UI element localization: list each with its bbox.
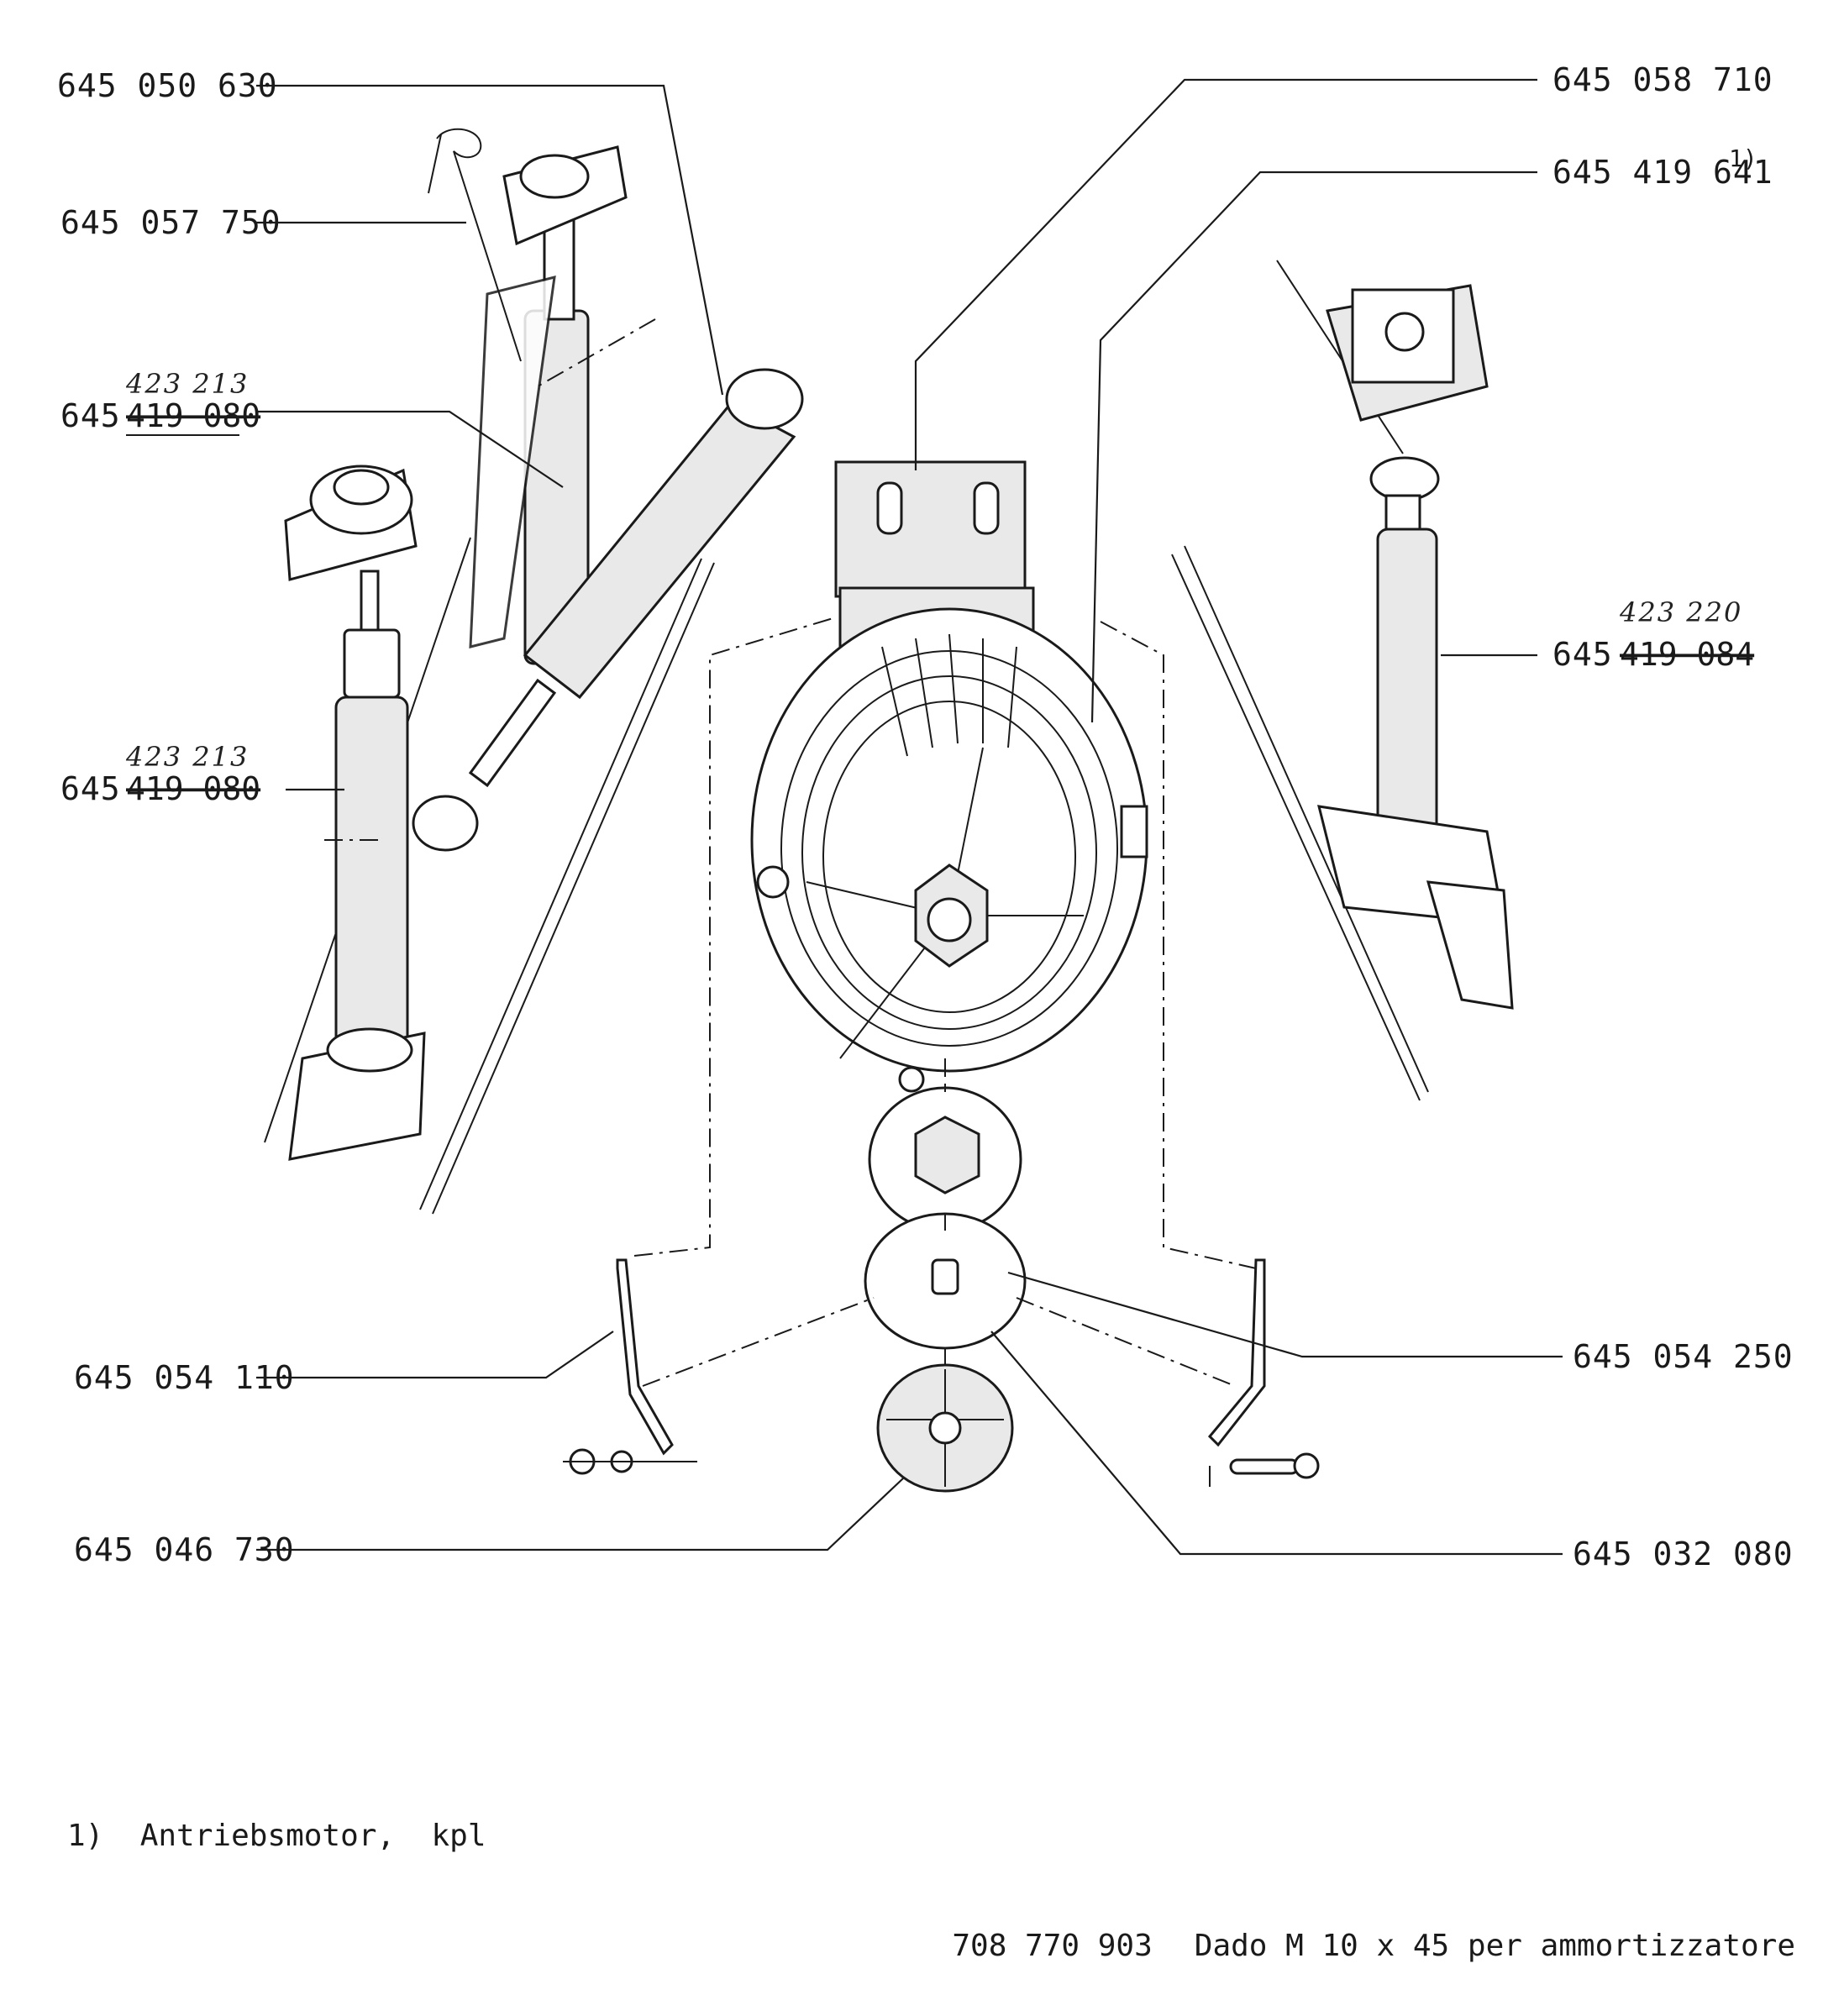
left-spring-bracket [616,1258,674,1456]
note-description: Dado M 10 x 45 per ammortizzatore [1194,1929,1796,1963]
handwritten-correction: 423 220 [1619,596,1742,628]
struck-part-number: 419 080 [126,770,260,807]
part-label-645-058-710: 645 058 710 [1552,61,1773,98]
note-row: 708 770 903 Dado M 10 x 45 per ammortizza… [916,1894,1823,1963]
part-label-645-057-750: 645 057 750 [60,204,281,241]
part-label-645-050-630: 645 050 630 [57,67,278,104]
footnote: 1) Antriebsmotor, kpl [67,1819,486,1853]
part-label-645: 645 [60,397,121,434]
part-label-645-054-250: 645 054 250 [1573,1338,1794,1375]
part-label-645-032-080: 645 032 080 [1573,1536,1794,1572]
part-label-645: 645 [1552,636,1613,673]
right-shock-absorber-assembly [1171,260,1514,1101]
handwritten-correction: 423 213 [125,368,249,400]
drive-motor [750,460,1148,1093]
bracket-slot [973,481,1000,535]
left-shock-absorber-assembly [264,128,804,1215]
struck-part-number: 419 080 [126,397,260,434]
note-part-code: 708 770 903 [952,1929,1153,1963]
right-spring-bracket [1207,1258,1266,1447]
bracket-slot [876,481,903,535]
lower-fastener-parts [563,1086,1320,1493]
part-label-645-419-641: 645 419 641 [1552,154,1773,191]
leader-lines [256,78,1563,1556]
handwritten-correction: 423 213 [125,741,249,773]
part-label-645-054-110: 645 054 110 [74,1359,295,1396]
motor-housing [750,607,1148,1073]
part-number-labels: 645 050 630 645 057 750 423 213 645 419 … [57,61,1794,1572]
part-label-645-046-730: 645 046 730 [74,1531,295,1568]
assembly-dash-lines [319,318,1257,1387]
footnote-marker: 1) [1729,144,1757,172]
part-label-645: 645 [60,770,121,807]
